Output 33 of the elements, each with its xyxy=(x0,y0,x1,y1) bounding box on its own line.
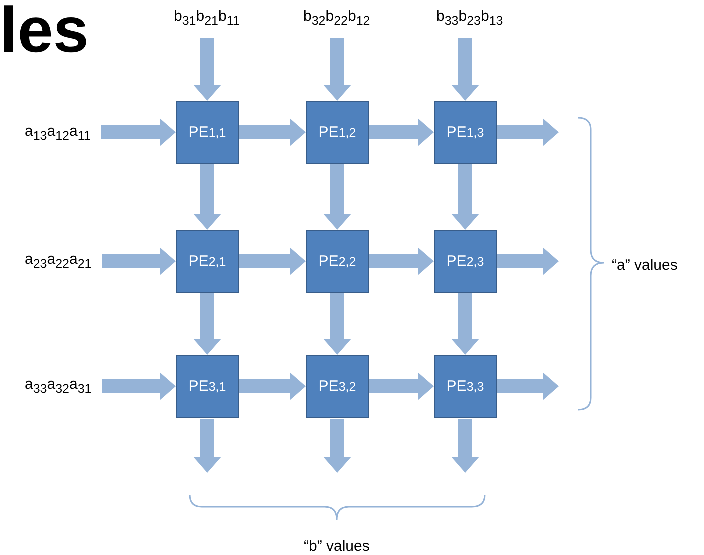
arrow xyxy=(452,293,480,355)
title: les xyxy=(0,0,89,62)
arrow xyxy=(324,419,352,473)
input-sequence-label: b$_{31}$b$_{21}$b$_{11}$ xyxy=(174,8,240,28)
arrow xyxy=(324,38,352,101)
arrow xyxy=(239,118,306,146)
arrow xyxy=(194,419,222,473)
arrow xyxy=(369,372,434,400)
arrow xyxy=(497,118,559,146)
arrow xyxy=(452,419,480,473)
arrow xyxy=(369,118,434,146)
bracket-label: “b” values xyxy=(304,538,370,554)
arrow xyxy=(369,248,434,276)
arrow xyxy=(194,164,222,230)
arrow xyxy=(194,38,222,101)
arrow xyxy=(239,248,306,276)
arrow xyxy=(497,248,559,276)
arrow xyxy=(194,293,222,355)
arrow xyxy=(452,164,480,230)
bracket-label: “a” values xyxy=(612,256,678,274)
input-sequence-label: b$_{33}$b$_{23}$b$_{13}$ xyxy=(436,8,504,28)
arrow xyxy=(239,372,306,400)
arrow xyxy=(102,248,176,276)
arrow xyxy=(452,38,480,101)
input-sequence-label: a$_{33}$a$_{32}$a$_{31}$ xyxy=(25,376,92,396)
arrow xyxy=(101,118,176,146)
arrow xyxy=(497,372,559,400)
arrow xyxy=(324,164,352,230)
input-sequence-label: b$_{32}$b$_{22}$b$_{12}$ xyxy=(304,8,370,28)
input-sequence-label: a$_{23}$a$_{22}$a$_{21}$ xyxy=(25,251,92,271)
input-sequence-label: a$_{13}$a$_{12}$a$_{11}$ xyxy=(25,123,91,143)
arrow xyxy=(102,372,176,400)
arrow xyxy=(324,293,352,355)
